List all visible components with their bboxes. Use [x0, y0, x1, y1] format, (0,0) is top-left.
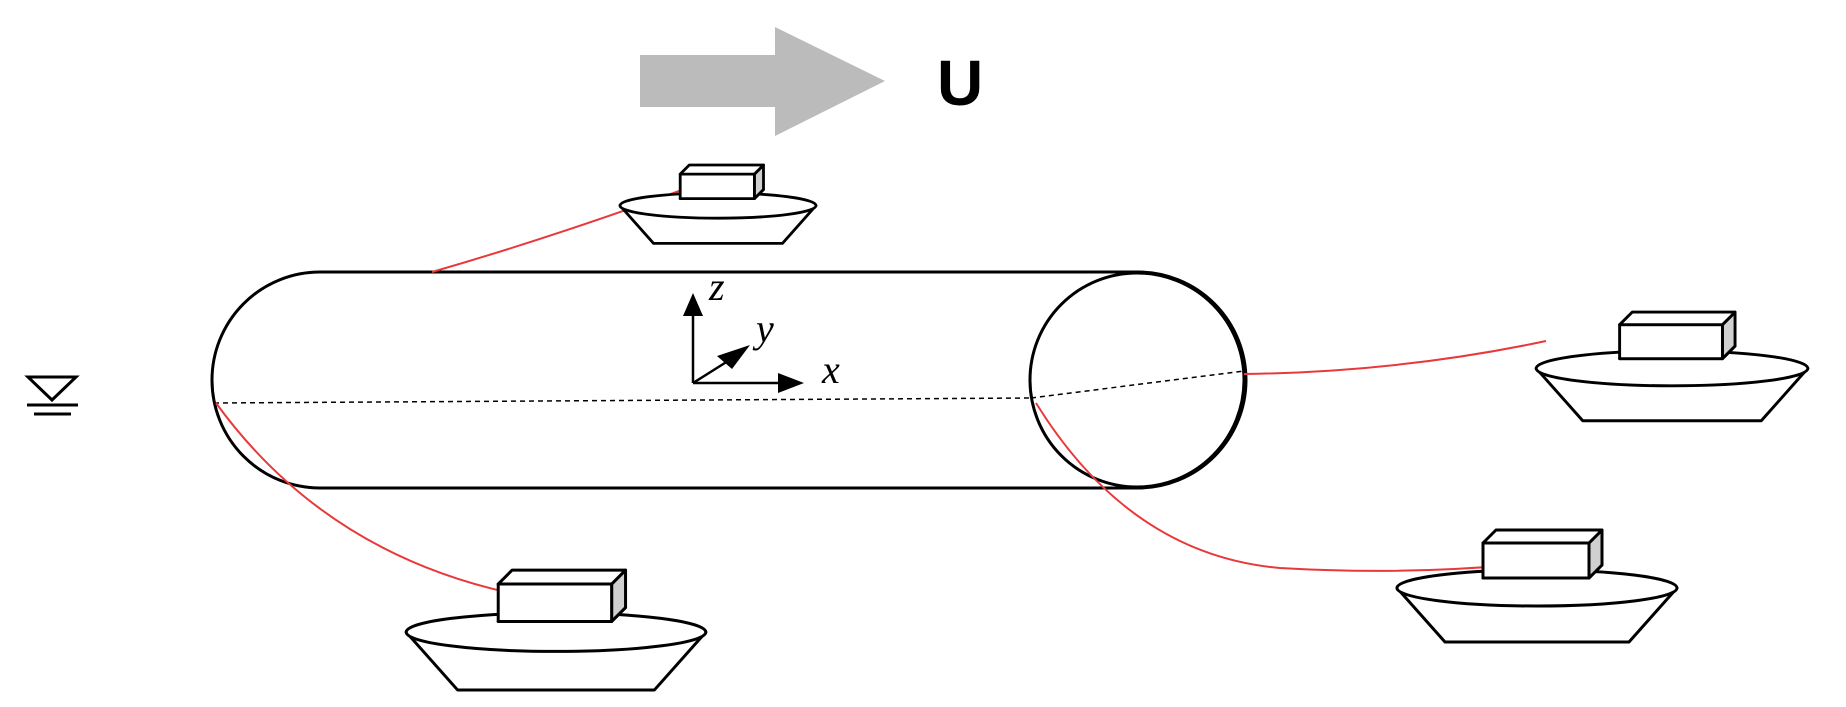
- x-axis-label: x: [821, 347, 840, 392]
- mooring-line-right: [1243, 340, 1547, 375]
- y-axis-label: y: [752, 306, 774, 351]
- y-axis-arrowhead: [717, 345, 750, 369]
- cylinder-centerline: [213, 397, 1032, 404]
- x-axis-arrowhead: [778, 373, 804, 393]
- coordinate-axes: z y x: [683, 264, 840, 393]
- boat-icon: [1395, 528, 1679, 644]
- boat-icon: [618, 163, 818, 245]
- z-axis-arrowhead: [683, 293, 703, 316]
- boat-left: [404, 568, 708, 692]
- mooring-line-bottom-right: [1035, 402, 1513, 572]
- mooring-line-left: [215, 402, 531, 598]
- y-axis-line: [692, 359, 729, 385]
- boat-icon: [404, 568, 708, 692]
- mooring-lines: [215, 186, 1547, 598]
- cylinder: [210, 270, 1248, 490]
- cylinder-end-face: [1028, 271, 1246, 489]
- z-axis-label: z: [708, 264, 725, 309]
- boat-top: [618, 163, 818, 245]
- boat-right: [1534, 310, 1810, 423]
- boat-icon: [1534, 310, 1810, 423]
- flow-velocity-label: U: [937, 47, 983, 119]
- flow-arrow-icon: [640, 27, 885, 136]
- water-level-icon: [24, 375, 80, 416]
- boat-bottom-right: [1395, 528, 1679, 644]
